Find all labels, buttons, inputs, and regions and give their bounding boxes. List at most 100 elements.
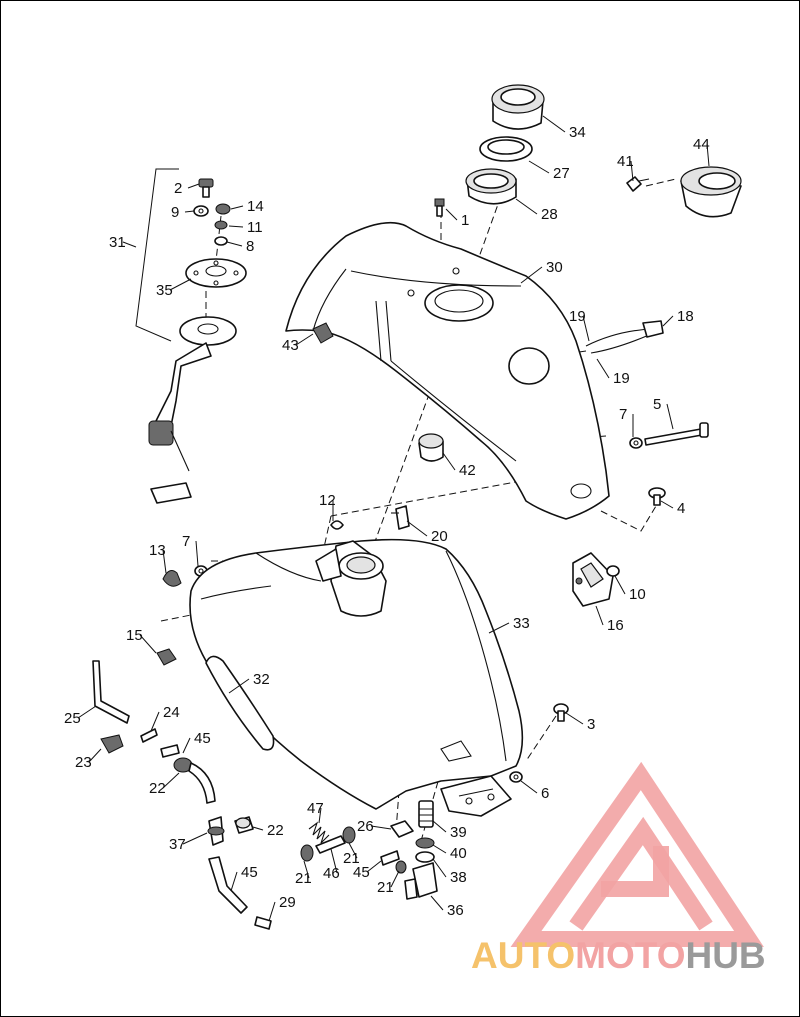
callout-c35: 35: [156, 278, 192, 299]
wordmark-auto: AUTO: [471, 935, 575, 976]
callout-number: 12: [319, 492, 336, 509]
callout-leader: [182, 832, 208, 845]
callout-number: 34: [569, 124, 586, 141]
part-39-filter: [418, 800, 434, 828]
callout-leader: [582, 315, 590, 342]
part-24-fitting: [140, 728, 158, 743]
callout-number: 21: [343, 850, 360, 867]
part-27-gasket: [479, 136, 533, 162]
callout-number: 8: [246, 238, 254, 255]
callout-number: 27: [553, 165, 570, 182]
callout-c3: 3: [565, 712, 595, 733]
part-7-washer-upper: [629, 437, 643, 449]
part-35-gasket: [185, 258, 247, 288]
callout-leader: [162, 549, 167, 574]
part-3-screw: [553, 703, 569, 722]
callout-c43: 43: [282, 333, 314, 354]
part-25-hose: [92, 660, 130, 724]
callout-c32: 32: [228, 671, 270, 694]
callout-leader: [330, 848, 338, 874]
callout-leader: [88, 748, 102, 763]
callout-leader: [445, 208, 458, 221]
part-34-filler-cap-top: [491, 84, 545, 130]
callout-c21b: 21: [343, 842, 360, 867]
callout-number: 41: [617, 153, 634, 170]
callout-leader: [430, 895, 444, 911]
callout-leader: [139, 634, 157, 654]
callout-number: 14: [247, 198, 264, 215]
callout-number: 7: [182, 533, 190, 550]
callout-c5: 5: [653, 396, 674, 430]
callout-c4: 4: [660, 500, 685, 517]
callout-number: 16: [607, 617, 624, 634]
callout-c24: 24: [150, 704, 180, 732]
callout-leader: [230, 205, 244, 210]
callout-leader: [366, 860, 382, 873]
callout-number: 4: [677, 500, 685, 517]
callout-c45a: 45: [182, 730, 211, 754]
callout-leader: [432, 858, 447, 878]
callout-c42: 42: [442, 452, 476, 479]
callout-c26: 26: [357, 818, 392, 835]
part-43-clip: [312, 322, 334, 344]
callout-leader: [295, 333, 314, 346]
part-26-gasket: [390, 820, 414, 838]
callout-c45c: 45: [353, 860, 382, 881]
part-21-clamp-right: [342, 826, 356, 844]
part-18-19-latch: [585, 320, 664, 354]
part-20-bracket: [391, 505, 410, 530]
callout-c11: 11: [228, 219, 263, 236]
callout-number: 47: [307, 800, 324, 817]
callout-leader: [370, 825, 392, 830]
callout-c21c: 21: [377, 870, 400, 896]
callout-leader: [169, 278, 192, 291]
callout-leader: [228, 225, 244, 228]
callout-number: 5: [653, 396, 661, 413]
callout-number: 43: [282, 337, 299, 354]
part-28-threaded-ring: [465, 168, 517, 205]
callout-number: 9: [171, 204, 179, 221]
callout-c31: 31: [109, 234, 137, 251]
callout-c47: 47: [307, 800, 324, 824]
callout-number: 35: [156, 282, 173, 299]
callout-leader: [187, 183, 200, 189]
part-6-washer: [509, 771, 523, 783]
wordmark-hub: HUB: [685, 935, 765, 976]
part-22-clamp-lower: [234, 816, 254, 834]
callout-leader: [520, 780, 538, 794]
part-30-tank-console: [285, 221, 610, 520]
callout-c39: 39: [432, 820, 467, 841]
callout-c34: 34: [542, 115, 586, 141]
callout-c46: 46: [323, 848, 340, 882]
callout-c40: 40: [432, 844, 467, 862]
callout-number: 15: [126, 627, 143, 644]
callout-number: 28: [541, 206, 558, 223]
callout-number: 18: [677, 308, 694, 325]
callout-leader: [432, 820, 447, 833]
callout-leader: [662, 315, 674, 327]
callout-number: 21: [377, 879, 394, 896]
callout-number: 46: [323, 865, 340, 882]
callout-c7a: 7: [619, 406, 634, 437]
callout-number: 40: [450, 845, 467, 862]
callout-c16: 16: [595, 605, 624, 634]
callout-number: 24: [163, 704, 180, 721]
callout-c19b: 19: [596, 358, 630, 387]
part-36-petcock: [404, 862, 438, 900]
callout-c8: 8: [226, 238, 254, 255]
callout-c21a: 21: [295, 860, 312, 887]
tank-filler-neck: [315, 540, 387, 617]
callout-leader: [614, 575, 626, 595]
callout-c6: 6: [520, 780, 549, 802]
callout-c25: 25: [64, 705, 97, 727]
automotohub-wordmark: AUTOMOTOHUB: [471, 935, 766, 976]
callout-leader: [303, 860, 310, 879]
callout-leader: [150, 711, 160, 732]
tank-bottom-bracket: [440, 775, 512, 817]
part-40-nut: [415, 837, 435, 849]
callout-leader: [348, 842, 358, 859]
callout-c30: 30: [520, 259, 563, 284]
callout-c20: 20: [406, 520, 448, 545]
